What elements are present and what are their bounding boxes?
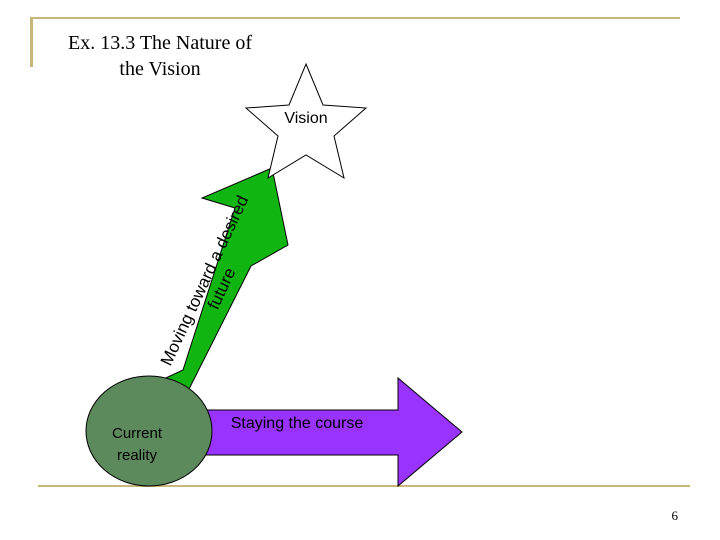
current-reality-line2: reality xyxy=(117,447,158,464)
page-number: 6 xyxy=(671,508,679,523)
current-reality-ellipse xyxy=(85,375,213,487)
bottom-rule xyxy=(38,485,690,487)
staying-course-label: Staying the course xyxy=(231,415,364,432)
current-reality-line1: Current xyxy=(112,425,163,442)
slide-title-line2: the Vision xyxy=(119,58,201,80)
slide-title-line1: Ex. 13.3 The Nature of xyxy=(67,32,253,54)
top-left-rule xyxy=(30,17,33,67)
vision-label: Vision xyxy=(284,110,327,127)
slide-title: Ex. 13.3 The Nature of the Vision xyxy=(40,30,280,82)
vision-star xyxy=(244,62,368,180)
top-rule xyxy=(30,17,680,19)
